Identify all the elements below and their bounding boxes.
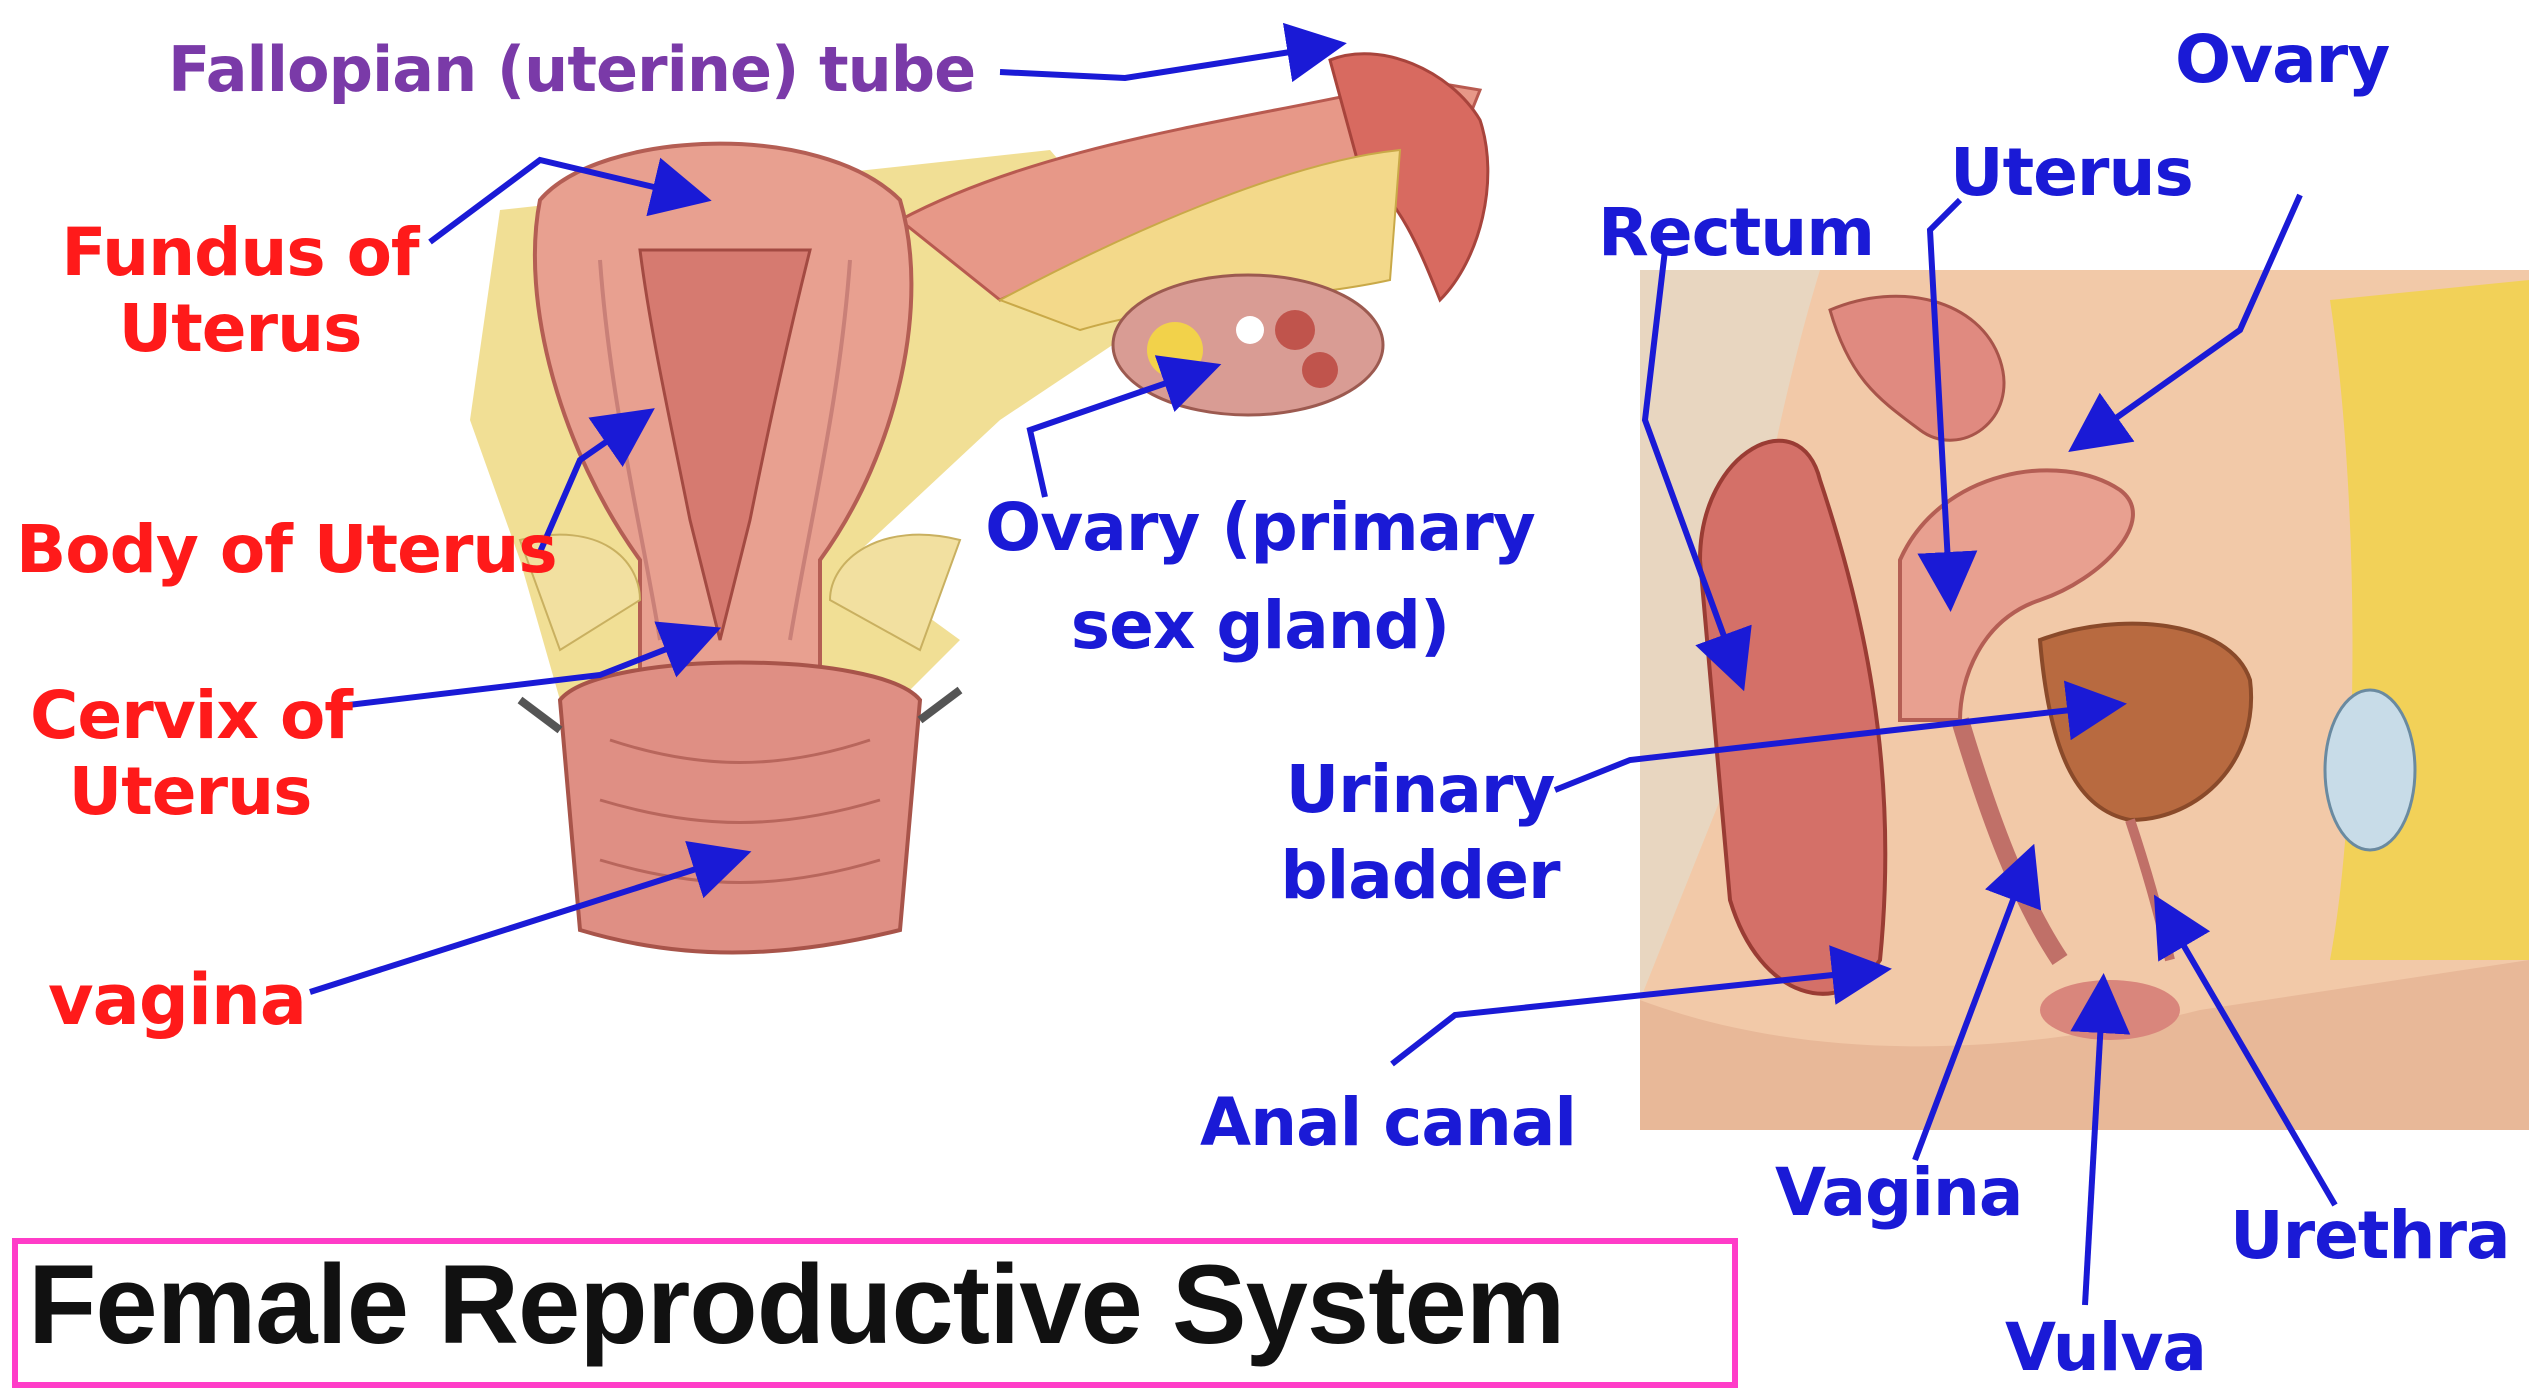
label-anal-canal: Anal canal [1200, 1085, 1576, 1161]
label-body-of-uterus: Body of Uterus [16, 512, 557, 588]
page-title: Female Reproductive System [28, 1240, 1564, 1369]
label-ovary-primary-line2: sex gland) [980, 588, 1540, 664]
label-urinary-bladder: Urinary bladder [1270, 752, 1570, 914]
sagittal-section-drawing [1640, 270, 2529, 1130]
label-ovary-primary-line1: Ovary (primary [980, 490, 1540, 566]
label-uterus-right: Uterus [1950, 135, 2193, 211]
label-fallopian-tube: Fallopian (uterine) tube [168, 34, 975, 105]
label-fundus-line2: Uterus [60, 291, 420, 367]
label-urinary-line1: Urinary [1270, 752, 1570, 828]
label-vagina-right: Vagina [1775, 1155, 2022, 1231]
label-cervix-line1: Cervix of [30, 678, 350, 754]
label-ovary-right: Ovary [2175, 22, 2389, 98]
label-fundus-of-uterus: Fundus of Uterus [60, 215, 420, 367]
label-urinary-line2: bladder [1270, 838, 1570, 914]
label-ovary-primary: Ovary (primary sex gland) [980, 490, 1540, 664]
label-rectum: Rectum [1598, 195, 1874, 271]
label-fundus-line1: Fundus of [60, 215, 420, 291]
label-cervix-line2: Uterus [30, 754, 350, 830]
label-vulva: Vulva [2005, 1310, 2206, 1386]
label-urethra: Urethra [2230, 1198, 2510, 1274]
label-vagina-left: vagina [48, 960, 306, 1041]
label-cervix-of-uterus: Cervix of Uterus [30, 678, 350, 830]
